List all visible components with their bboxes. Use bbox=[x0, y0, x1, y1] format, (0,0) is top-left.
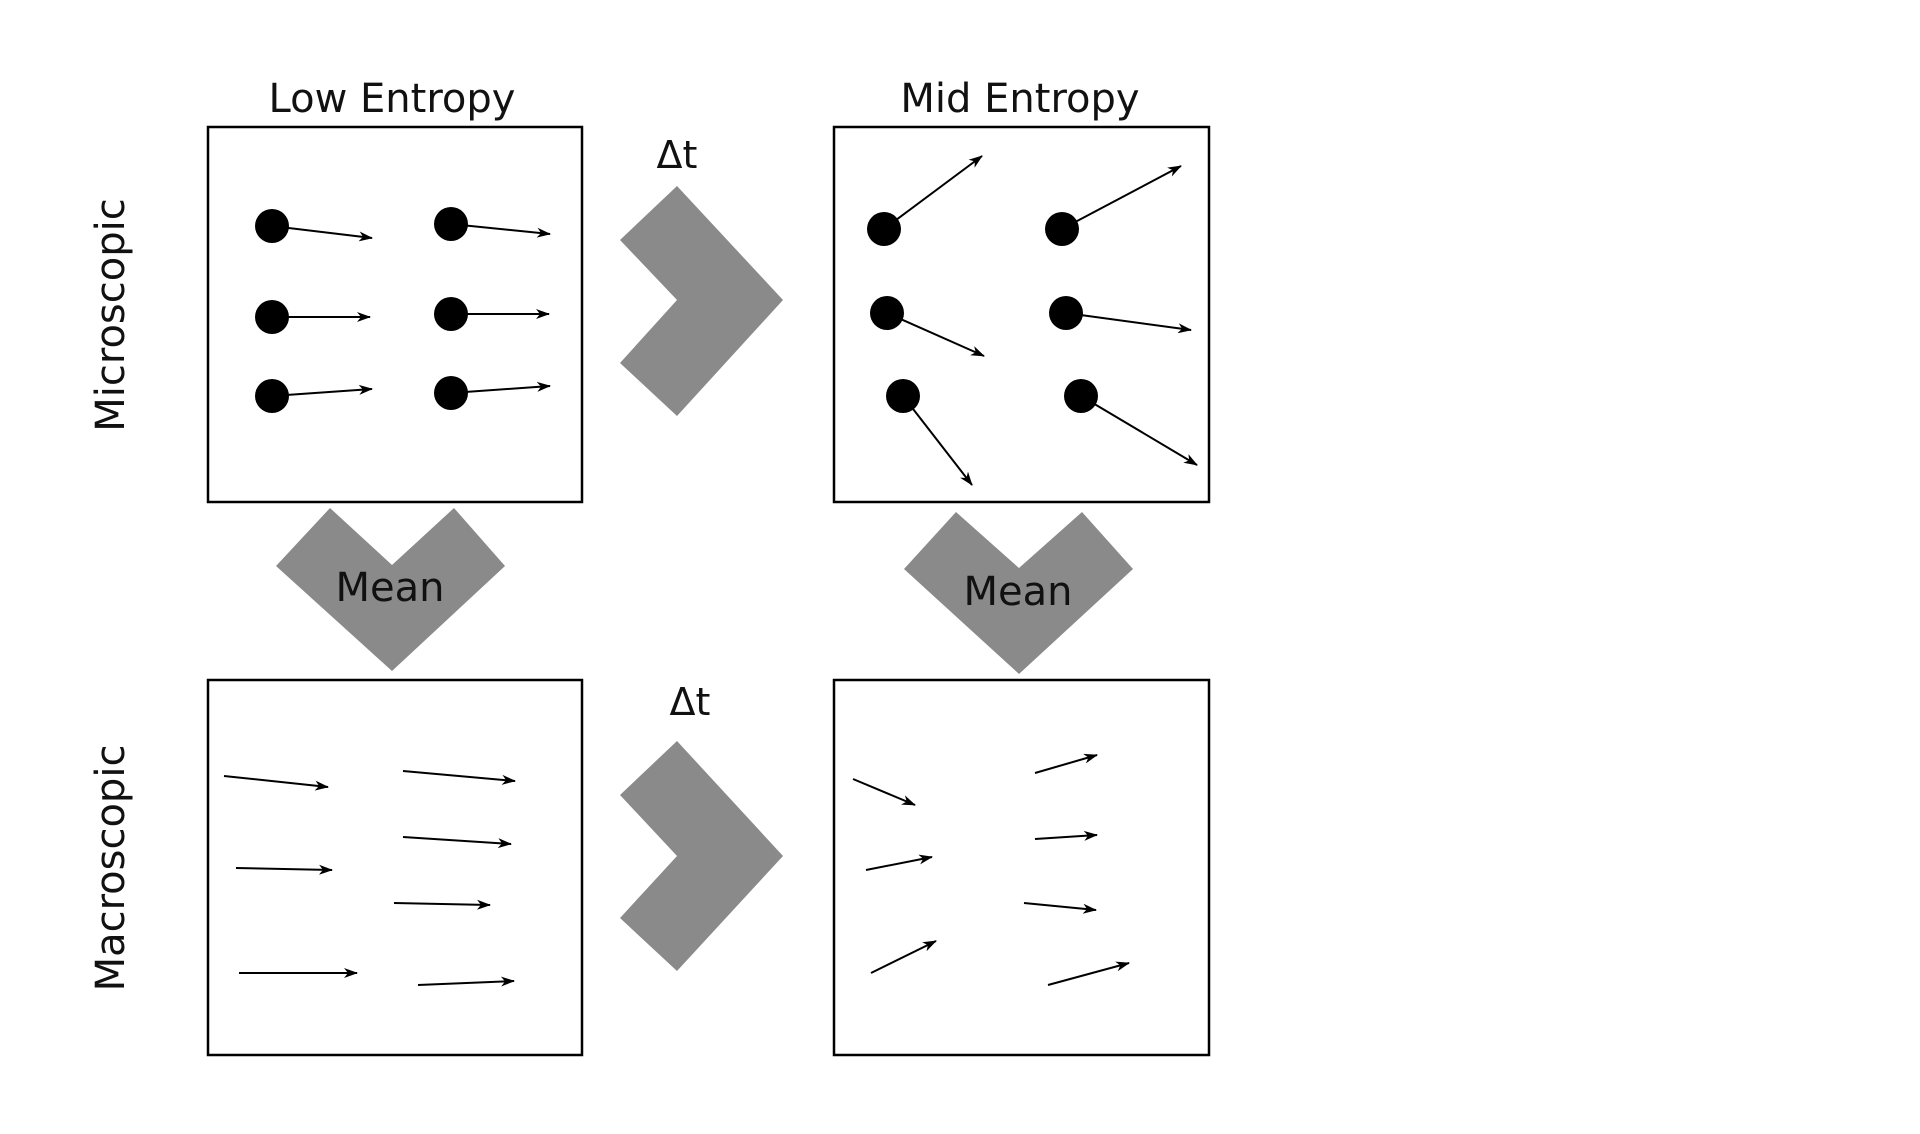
mean-arrow-left bbox=[276, 508, 505, 671]
mean-label-right: Mean bbox=[964, 569, 1073, 615]
delta-t-label-top: Δt bbox=[657, 133, 698, 177]
mean-field-arrow bbox=[402, 836, 512, 849]
velocity-arrow bbox=[902, 395, 973, 486]
particles-microscopic-mid-entropy bbox=[867, 155, 1198, 486]
mean-field-arrow bbox=[1034, 753, 1098, 774]
velocity-arrow bbox=[450, 381, 551, 394]
mean-field-arrow bbox=[852, 778, 916, 806]
row-title-macroscopic: Macroscopic bbox=[88, 745, 134, 992]
mean-field-arrow bbox=[235, 864, 333, 875]
mean-field-arrow bbox=[1023, 902, 1097, 914]
mean-field-arrow bbox=[1047, 961, 1130, 986]
mean-field-arrow bbox=[865, 854, 933, 871]
mean-field-arrow bbox=[870, 940, 937, 974]
row-title-microscopic: Microscopic bbox=[88, 198, 134, 431]
velocity-arrow bbox=[450, 223, 551, 238]
particles-microscopic-low-entropy bbox=[255, 207, 551, 413]
panel-macroscopic-mid-entropy bbox=[832, 678, 1211, 1057]
time-step-arrow-bottom bbox=[620, 741, 783, 971]
mean-field-arrow bbox=[223, 775, 329, 791]
column-title-low-entropy: Low Entropy bbox=[269, 76, 516, 122]
velocity-arrow bbox=[1061, 165, 1182, 230]
velocity-arrow bbox=[271, 384, 373, 397]
mean-field-arrow bbox=[417, 976, 515, 987]
column-title-mid-entropy: Mid Entropy bbox=[900, 76, 1139, 122]
velocity-arrow bbox=[1080, 395, 1198, 466]
mean-field-arrow bbox=[393, 899, 491, 910]
delta-t-label-bottom: Δt bbox=[670, 680, 711, 724]
velocity-arrow bbox=[1065, 312, 1192, 334]
mean-field-arrow bbox=[402, 770, 516, 785]
mean-label-left: Mean bbox=[336, 565, 445, 611]
velocity-arrow bbox=[886, 312, 985, 357]
time-step-arrow-top bbox=[620, 186, 783, 416]
velocity-arrow bbox=[883, 155, 983, 230]
mean-arrow-right bbox=[904, 512, 1133, 674]
mean-field-macroscopic-mid-entropy bbox=[852, 753, 1130, 986]
velocity-arrow bbox=[271, 225, 373, 242]
mean-field-macroscopic-low-entropy bbox=[223, 770, 516, 987]
panel-macroscopic-low-entropy bbox=[206, 678, 584, 1057]
mean-field-arrow bbox=[1034, 830, 1098, 841]
